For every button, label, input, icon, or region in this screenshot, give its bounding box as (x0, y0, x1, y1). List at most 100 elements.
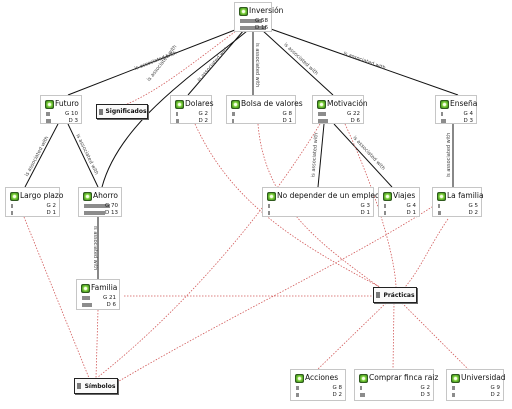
quotation-icon (10, 191, 19, 201)
quotation-icon (451, 373, 460, 383)
edge-label-inversion-motivacion: is associated with (282, 42, 319, 77)
node-title: Inversión (249, 6, 284, 15)
quotation-icon (45, 99, 54, 109)
node-dolares[interactable]: Dolares G 2 D 2 (170, 95, 214, 124)
edge-inversion-ensena (267, 27, 459, 96)
density-value: 13 (111, 210, 118, 216)
edge-label-inversion-ensena: is associated with (342, 51, 386, 72)
density-bar (176, 119, 180, 123)
node-title: Dolares (185, 99, 214, 108)
density-bar (46, 119, 51, 123)
density-bar (268, 211, 270, 215)
node-ensena[interactable]: Enseña G 4 D 3 (435, 95, 477, 124)
groundedness-bar (384, 204, 386, 208)
node-title: Enseña (450, 99, 478, 108)
dotted-familia-c-practicas (404, 218, 449, 288)
node-futuro[interactable]: Futuro G 10 D 3 (40, 95, 82, 124)
node-largo-plazo[interactable]: Largo plazo G 2 D 1 (5, 187, 64, 217)
node-no-depender-de-un-empleo[interactable]: No depender de un empleo G 3 D 1 (262, 187, 380, 217)
groundedness-bar (360, 386, 362, 390)
node-title: Ahorro (93, 191, 118, 200)
groundedness-value: 4 (412, 203, 417, 209)
node-title: Futuro (55, 99, 79, 108)
groundedness-bar (438, 204, 440, 208)
density-value: 16 (261, 25, 268, 31)
edge-label-inversion-bolsa: is associated with (254, 43, 260, 88)
code-practicas[interactable]: Prácticas (373, 287, 417, 303)
node-title: Acciones (305, 373, 339, 382)
node-motivacion[interactable]: Motivación G 22 D 6 (312, 95, 368, 124)
quotation-icon (83, 191, 92, 201)
edge-motivacion-viajes (333, 123, 393, 188)
quotation-icon (239, 6, 248, 16)
edge-label-inversion-dolares: is associated with (196, 46, 230, 84)
density-value: 2 (474, 210, 479, 216)
groundedness-value: 58 (261, 18, 268, 24)
groundedness-value: 22 (353, 111, 360, 117)
code-simbolos[interactable]: Símbolos (74, 378, 118, 394)
edge-futuro-ahorro (67, 123, 99, 188)
edge-label-motivacion-viajes: is associated with (351, 135, 386, 172)
groundedness-value: 2 (426, 385, 431, 391)
density-bar (84, 211, 106, 215)
edge-futuro-largo (24, 123, 59, 188)
groundedness-bar (240, 19, 262, 23)
groundedness-value: 10 (71, 111, 78, 117)
node-comprar-finca-raiz[interactable]: Comprar finca raiz G 2 D 3 (354, 369, 438, 401)
density-value: 2 (204, 118, 209, 124)
code-label: Símbolos (84, 382, 116, 390)
node-ahorro[interactable]: Ahorro G 70 D 13 (78, 187, 122, 217)
dotted-familia-simbolos (95, 309, 99, 379)
quotation-icon (81, 283, 90, 293)
quotation-icon (295, 373, 304, 383)
node-title: Viajes (393, 191, 416, 200)
edge-label-futuro-largo: is associated with (24, 135, 50, 177)
dotted-motivacion-simbolos (97, 123, 321, 378)
node-title: Bolsa de valores (241, 99, 303, 108)
node-acciones[interactable]: Acciones G 8 D 2 (290, 369, 346, 401)
groundedness-bar (84, 204, 110, 208)
groundedness-bar (318, 112, 327, 116)
groundedness-value: 2 (52, 203, 57, 209)
quotation-icon (383, 191, 392, 201)
density-bar (240, 26, 266, 30)
density-bar (441, 119, 446, 123)
density-bar (318, 119, 328, 123)
dotted-largo-simbolos (23, 216, 90, 379)
edge-label-ahorro-familia: is associated with (92, 226, 98, 271)
node-viajes[interactable]: Viajes G 4 D 1 (378, 187, 420, 217)
density-bar (11, 211, 13, 215)
density-bar (82, 303, 92, 307)
groundedness-value: 8 (338, 385, 343, 391)
groundedness-bar (11, 204, 13, 208)
node-la-familia[interactable]: La familia G 5 D 2 (432, 187, 484, 217)
density-value: 1 (288, 118, 293, 124)
density-bar (360, 393, 365, 397)
quotation-icon (175, 99, 184, 109)
code-significados[interactable]: Significados (96, 104, 148, 119)
density-value: 6 (112, 302, 117, 308)
node-universidad[interactable]: Universidad G 9 D 2 (446, 369, 506, 401)
density-value: 1 (366, 210, 371, 216)
density-value: 3 (74, 118, 79, 124)
groundedness-value: 2 (204, 111, 209, 117)
groundedness-bar (232, 112, 235, 116)
groundedness-bar (296, 386, 299, 390)
density-value: 6 (356, 118, 361, 124)
quotation-icon (437, 191, 446, 201)
quotation-icon (440, 99, 449, 109)
node-inversion[interactable]: Inversión G 58 D 16 (234, 2, 283, 32)
groundedness-bar (176, 112, 178, 116)
node-title: Largo plazo (20, 191, 64, 200)
groundedness-bar (46, 112, 50, 116)
code-label: Prácticas (383, 291, 415, 299)
density-bar (384, 211, 386, 215)
node-familia[interactable]: Familia G 21 D 6 (76, 279, 120, 310)
edge-label-futuro-ahorro: is associated with (74, 133, 99, 176)
density-value: 2 (338, 392, 343, 398)
dotted-practicas-universidad (401, 302, 469, 370)
node-bolsa-de-valores[interactable]: Bolsa de valores G 8 D 1 (226, 95, 303, 124)
quotation-icon (359, 373, 368, 383)
groundedness-bar (82, 296, 90, 300)
dotted-practicas-finca (392, 302, 395, 370)
